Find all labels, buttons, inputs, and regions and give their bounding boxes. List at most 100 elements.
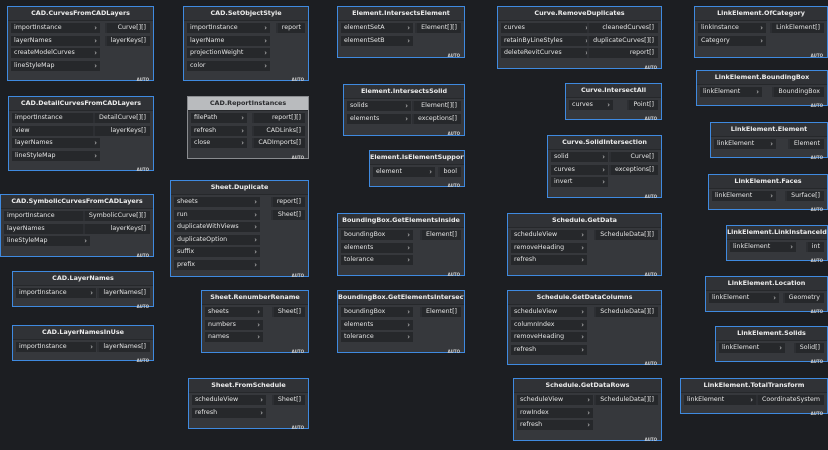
input-port[interactable]: lineStyleMap›: [12, 150, 100, 161]
output-port[interactable]: report: [275, 23, 305, 33]
input-port[interactable]: layerNames›: [4, 223, 90, 234]
node-title[interactable]: LinkElement.Solids: [716, 327, 827, 341]
node-schedule-get-data-columns[interactable]: Schedule.GetDataColumns scheduleView› co…: [507, 290, 662, 366]
input-port[interactable]: elements›: [347, 113, 411, 124]
input-port[interactable]: elementSetB›: [341, 35, 413, 46]
output-port[interactable]: cleanedCurves[]: [587, 23, 658, 33]
input-port[interactable]: linkInstance›: [698, 23, 766, 33]
node-bounding-box-get-elements-intersect[interactable]: BoundingBox.GetElementsIntersect boundin…: [337, 290, 465, 354]
input-port[interactable]: duplicateWithViews›: [174, 222, 260, 232]
node-element-intersects-solid[interactable]: Element.IntersectsSolid solids› elements…: [343, 84, 465, 136]
input-port[interactable]: importInstance›: [11, 23, 100, 33]
input-port[interactable]: sheets›: [205, 307, 263, 317]
output-port[interactable]: layerKeys[]: [104, 35, 150, 46]
input-port[interactable]: refresh›: [511, 344, 587, 355]
input-port[interactable]: elementSetA›: [341, 23, 413, 33]
input-port[interactable]: names›: [205, 332, 263, 342]
output-port[interactable]: ScheduleData[][]: [594, 230, 658, 240]
output-port[interactable]: Element: [787, 139, 824, 149]
input-port[interactable]: deleteRevitCurves›: [501, 48, 591, 58]
node-title[interactable]: Element.IsElementSupported: [370, 151, 464, 165]
output-port[interactable]: Element[]: [420, 307, 461, 317]
output-port[interactable]: Element[][]: [412, 101, 461, 111]
output-port[interactable]: BoundingBox: [772, 87, 824, 97]
node-title[interactable]: Element.IntersectsElement: [338, 7, 464, 21]
output-port[interactable]: SymbolicCurve[][]: [82, 211, 150, 221]
node-title[interactable]: LinkElement.Location: [706, 277, 827, 291]
node-title[interactable]: CAD.LayerNamesInUse: [13, 326, 153, 340]
output-port[interactable]: LinkElement[]: [770, 23, 824, 33]
input-port[interactable]: linkElement›: [684, 395, 756, 405]
output-port[interactable]: Solid[]: [793, 343, 824, 353]
node-title[interactable]: LinkElement.OfCategory: [695, 7, 827, 21]
output-port[interactable]: bool: [437, 167, 461, 177]
node-link-element-link-instance-id[interactable]: LinkElement.LinkInstanceId linkElement› …: [726, 225, 828, 263]
output-port[interactable]: report[]: [270, 197, 305, 207]
input-port[interactable]: scheduleView›: [192, 395, 266, 405]
node-schedule-get-data[interactable]: Schedule.GetData scheduleView› removeHea…: [507, 213, 662, 277]
node-sheet-renumber-rename[interactable]: Sheet.RenumberRename sheets› numbers› na…: [201, 290, 309, 354]
input-port[interactable]: filePath›: [191, 113, 247, 123]
input-port[interactable]: linkElement›: [700, 87, 762, 97]
node-cad-symbolic-curves-from-cad-layers[interactable]: CAD.SymbolicCurvesFromCADLayers importIn…: [0, 194, 154, 258]
input-port[interactable]: removeHeading›: [511, 332, 587, 342]
input-port[interactable]: boundingBox›: [341, 307, 413, 317]
output-port[interactable]: CADLinks[]: [252, 125, 305, 136]
input-port[interactable]: projectionWeight›: [187, 48, 270, 58]
output-port[interactable]: Sheet[]: [271, 395, 305, 405]
input-port[interactable]: close›: [191, 138, 247, 148]
input-port[interactable]: rowIndex›: [517, 407, 593, 418]
input-port[interactable]: sheets›: [174, 197, 260, 207]
input-port[interactable]: refresh›: [192, 407, 266, 418]
node-link-element-total-transform[interactable]: LinkElement.TotalTransform linkElement› …: [680, 378, 828, 416]
output-port[interactable]: layerKeys[]: [93, 125, 150, 136]
input-port[interactable]: Category›: [698, 35, 766, 46]
output-port[interactable]: Point[]: [627, 100, 658, 110]
node-title[interactable]: LinkElement.TotalTransform: [681, 379, 827, 393]
output-port[interactable]: CADImports[]: [252, 138, 305, 148]
node-title[interactable]: LinkElement.BoundingBox: [697, 71, 827, 85]
node-cad-detail-curves-from-cad-layers[interactable]: CAD.DetailCurvesFromCADLayers importInst…: [8, 96, 154, 172]
node-cad-curves-from-cad-layers[interactable]: CAD.CurvesFromCADLayers importInstance› …: [7, 6, 154, 82]
node-title[interactable]: Schedule.GetDataColumns: [508, 291, 661, 305]
input-port[interactable]: elements›: [341, 319, 413, 330]
node-curve-remove-duplicates[interactable]: Curve.RemoveDuplicates curves› retainByL…: [497, 6, 662, 70]
input-port[interactable]: duplicateOption›: [174, 234, 260, 245]
output-port[interactable]: layerNames[]: [97, 342, 150, 352]
node-title[interactable]: Schedule.GetDataRows: [514, 379, 661, 393]
output-port[interactable]: Curve[]: [609, 152, 658, 162]
node-cad-report-instances[interactable]: CAD.ReportInstances filePath› refresh› c…: [187, 96, 309, 160]
input-port[interactable]: scheduleView›: [517, 395, 593, 405]
node-schedule-get-data-rows[interactable]: Schedule.GetDataRows scheduleView› rowIn…: [513, 378, 662, 442]
input-port[interactable]: suffix›: [174, 247, 260, 257]
output-port[interactable]: layerKeys[]: [82, 223, 150, 234]
node-title[interactable]: BoundingBox.GetElementsInside: [338, 214, 464, 228]
output-port[interactable]: ScheduleData[][]: [594, 395, 658, 405]
output-port[interactable]: exceptions[]: [609, 164, 658, 175]
node-title[interactable]: Schedule.GetData: [508, 214, 661, 228]
node-title[interactable]: CAD.SymbolicCurvesFromCADLayers: [1, 195, 153, 209]
node-title[interactable]: LinkElement.Element: [711, 123, 827, 137]
node-title[interactable]: BoundingBox.GetElementsIntersect: [338, 291, 464, 305]
node-curve-intersect-all[interactable]: Curve.IntersectAll curves› Point[] AUTO: [565, 83, 662, 121]
input-port[interactable]: linkElement›: [712, 191, 776, 201]
input-port[interactable]: layerNames›: [11, 35, 100, 46]
output-port[interactable]: int: [805, 242, 824, 252]
input-port[interactable]: boundingBox›: [341, 230, 413, 240]
output-port[interactable]: Geometry: [782, 293, 824, 303]
node-title[interactable]: CAD.CurvesFromCADLayers: [8, 7, 153, 21]
output-port[interactable]: Sheet[]: [270, 209, 305, 220]
input-port[interactable]: scheduleView›: [511, 230, 587, 240]
node-title[interactable]: Element.IntersectsSolid: [344, 85, 464, 99]
node-link-element-bounding-box[interactable]: LinkElement.BoundingBox linkElement› Bou…: [696, 70, 828, 108]
node-title[interactable]: CAD.DetailCurvesFromCADLayers: [9, 97, 153, 111]
output-port[interactable]: layerNames[]: [97, 288, 150, 298]
node-title[interactable]: LinkElement.Faces: [709, 175, 827, 189]
input-port[interactable]: solids›: [347, 101, 411, 111]
node-title[interactable]: Curve.SolidIntersection: [548, 136, 661, 150]
output-port[interactable]: exceptions[]: [412, 113, 461, 124]
input-port[interactable]: view›: [12, 125, 100, 136]
input-port[interactable]: linkElement›: [719, 343, 785, 353]
input-port[interactable]: importInstance›: [4, 211, 90, 221]
node-title[interactable]: CAD.SetObjectStyle: [184, 7, 308, 21]
